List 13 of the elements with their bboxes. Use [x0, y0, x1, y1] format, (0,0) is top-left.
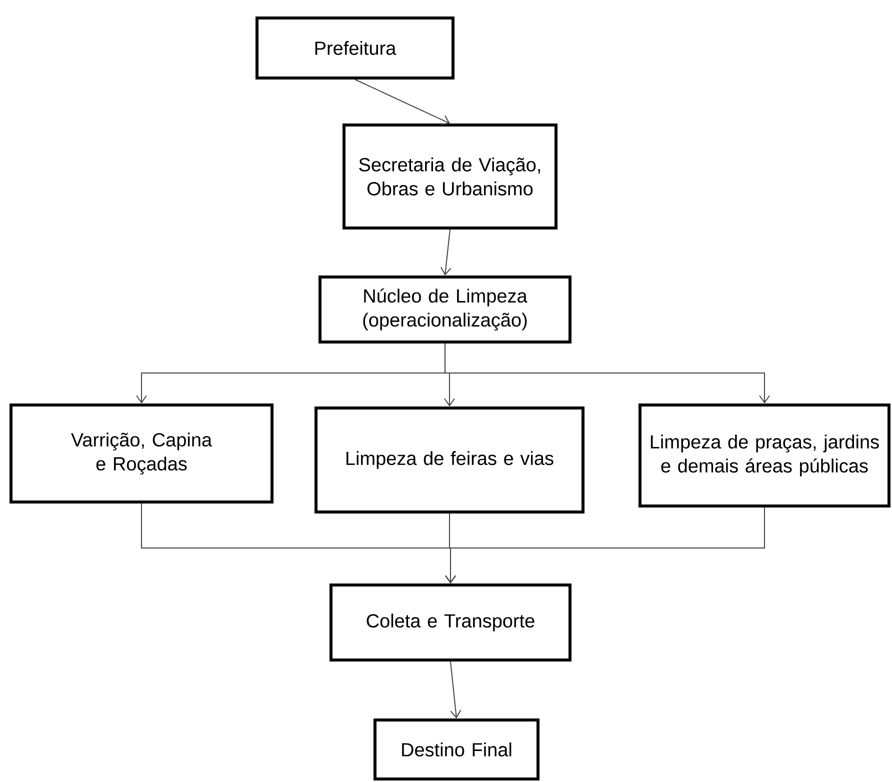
- process-box: Coleta e Transporte: [330, 583, 572, 662]
- process-box: Núcleo de Limpeza (operacionalização): [318, 276, 572, 344]
- arrow: [445, 506, 765, 584]
- arrow: [444, 342, 770, 404]
- process-box: Secretaria de Viação, Obras e Urbanismo: [342, 124, 558, 230]
- process-box: Destino Final: [374, 718, 540, 780]
- process-box: Limpeza de praças, jardins e demais áreas públicas: [638, 404, 890, 508]
- process-box: Limpeza de feiras e vias: [314, 406, 584, 514]
- process-box: Prefeitura: [256, 16, 454, 80]
- arrow: [354, 79, 450, 126]
- process-box: Varrição, Capina e Roçadas: [10, 404, 274, 504]
- arrow: [450, 660, 462, 718]
- arrow: [440, 229, 452, 276]
